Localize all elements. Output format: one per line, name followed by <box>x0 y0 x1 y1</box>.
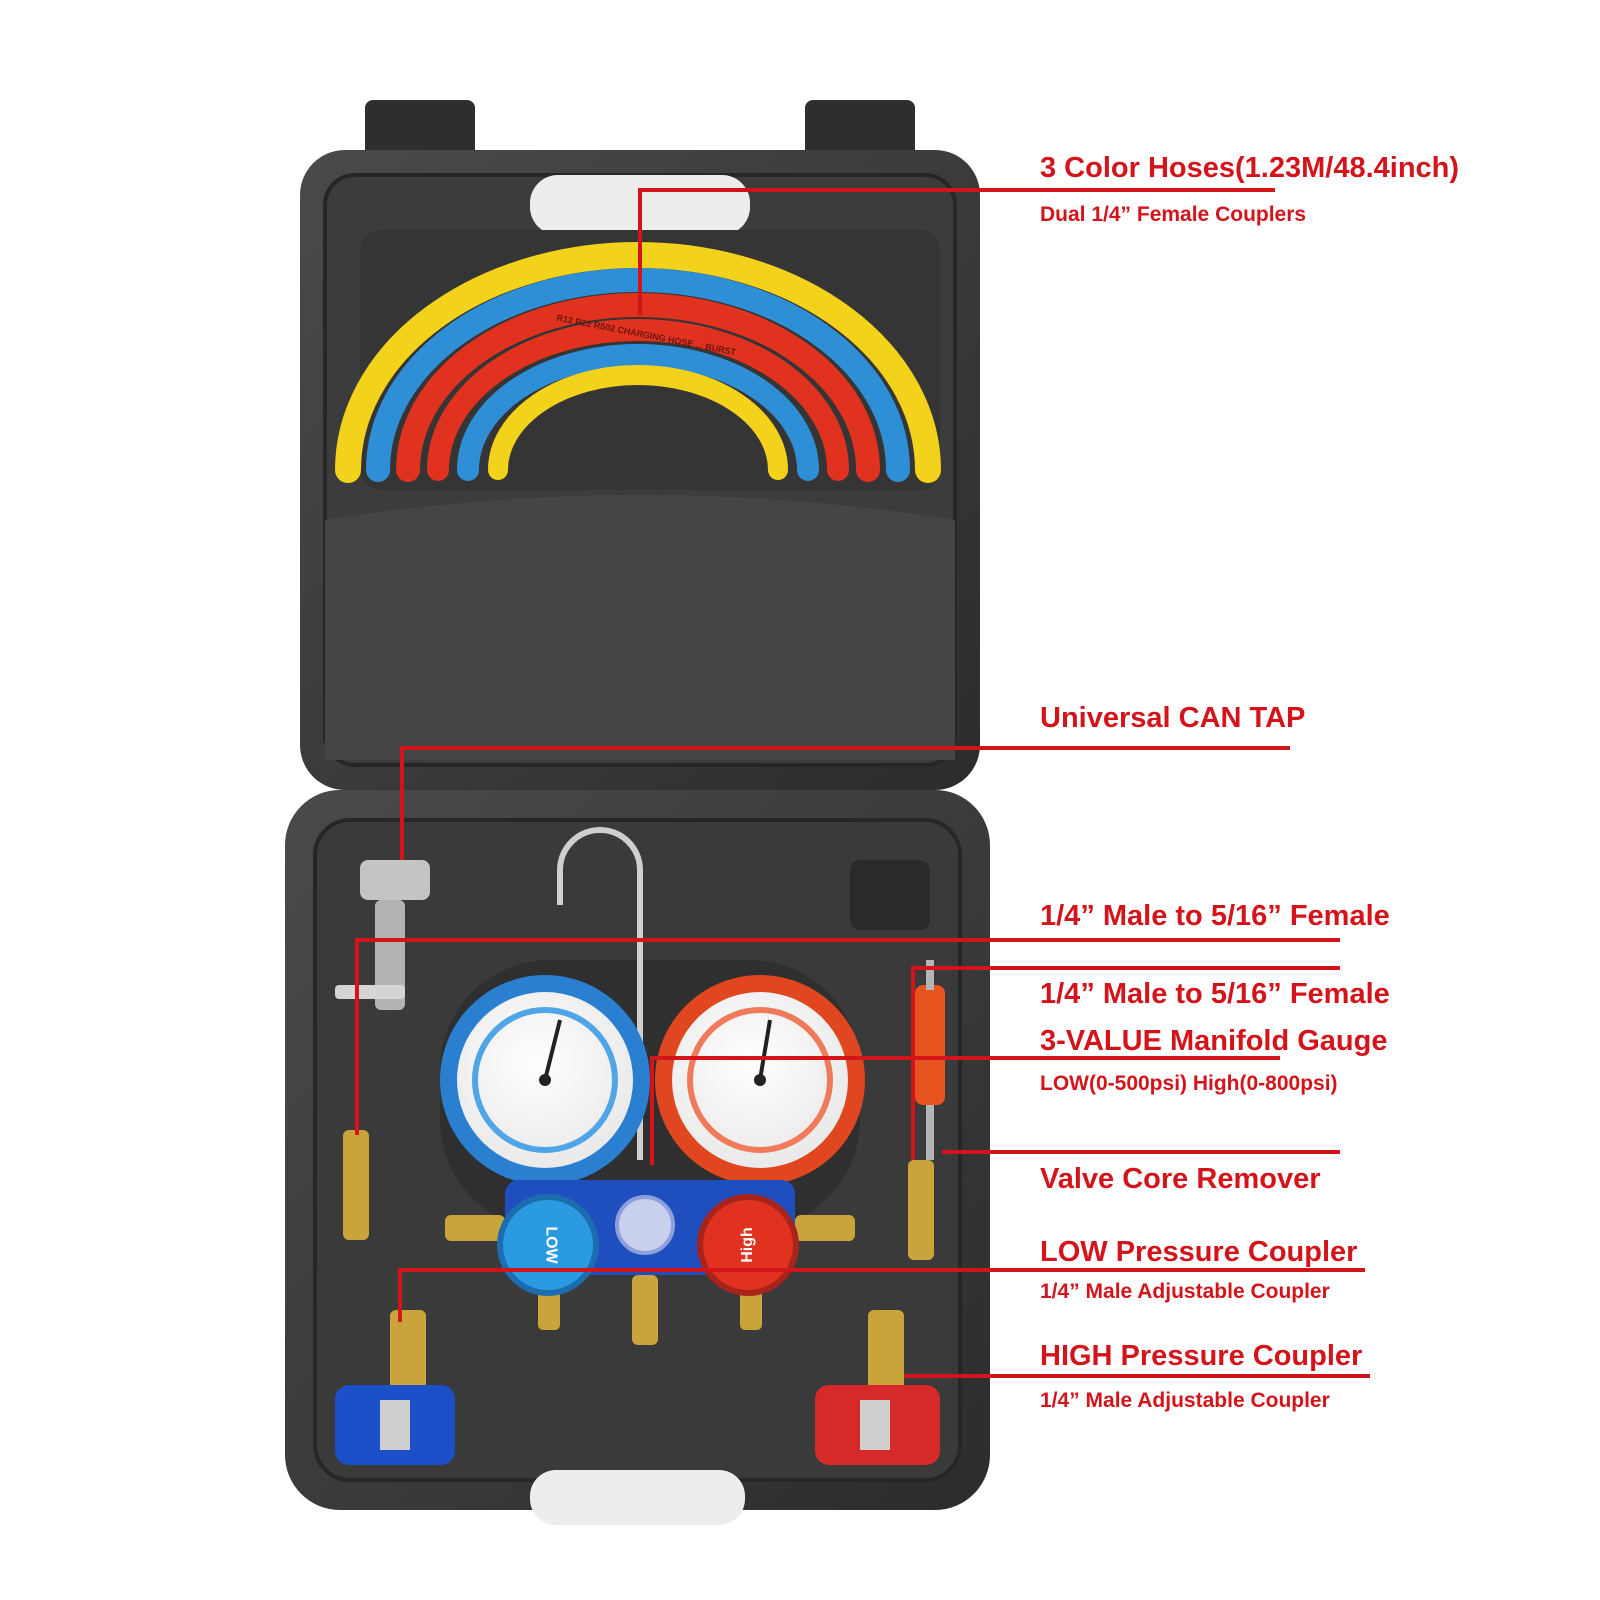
leader-manifold <box>650 1056 1280 1165</box>
spare-parts-bag <box>850 860 930 930</box>
leader-can-tap <box>400 746 1290 860</box>
high-pressure-gauge <box>655 975 865 1185</box>
callout-adapter-1-title: 1/4” Male to 5/16” Female <box>1040 900 1390 932</box>
leader-adapter-2 <box>911 966 1340 1160</box>
adapter-left <box>343 1130 369 1240</box>
adapter-right <box>908 1160 934 1260</box>
low-gauge-needle <box>543 1019 562 1081</box>
callout-high-coupler-subtitle: 1/4” Male Adjustable Coupler <box>1040 1389 1330 1412</box>
high-knob-text: High <box>738 1227 756 1263</box>
center-port <box>632 1275 658 1345</box>
left-port <box>445 1215 505 1241</box>
callout-manifold-subtitle: LOW(0-500psi) High(0-800psi) <box>1040 1072 1338 1095</box>
valve-core-remover <box>915 985 945 1105</box>
callout-hoses-title: 3 Color Hoses(1.23M/48.4inch) <box>1040 152 1460 184</box>
callout-valve-core-title: Valve Core Remover <box>1040 1163 1321 1195</box>
callout-adapter-2-title: 1/4” Male to 5/16” Female <box>1040 978 1390 1010</box>
callout-low-coupler-title: LOW Pressure Coupler <box>1040 1236 1358 1268</box>
high-gauge-needle <box>758 1019 772 1081</box>
callout-manifold-title: 3-VALUE Manifold Gauge <box>1040 1025 1388 1057</box>
high-pressure-coupler-part <box>815 1310 940 1465</box>
base-handle-slot <box>530 1470 745 1525</box>
low-pressure-gauge <box>440 975 650 1185</box>
leader-low-coupler <box>398 1268 1365 1322</box>
leader-hoses <box>638 188 1275 315</box>
callout-can-tap-title: Universal CAN TAP <box>1040 702 1306 734</box>
sight-glass <box>615 1195 675 1255</box>
leader-adapter-1 <box>355 938 1340 1135</box>
can-tap-tool <box>335 860 430 1010</box>
low-pressure-coupler-part <box>335 1310 455 1465</box>
low-knob-text: LOW <box>542 1226 560 1264</box>
right-port <box>795 1215 855 1241</box>
callout-leaders <box>355 188 1370 1378</box>
callout-low-coupler-subtitle: 1/4” Male Adjustable Coupler <box>1040 1280 1330 1303</box>
hanging-hook <box>557 827 643 1160</box>
lid-pocket <box>325 495 955 760</box>
callout-high-coupler-title: HIGH Pressure Coupler <box>1040 1340 1363 1372</box>
callout-hoses-subtitle: Dual 1/4” Female Couplers <box>1040 203 1307 226</box>
